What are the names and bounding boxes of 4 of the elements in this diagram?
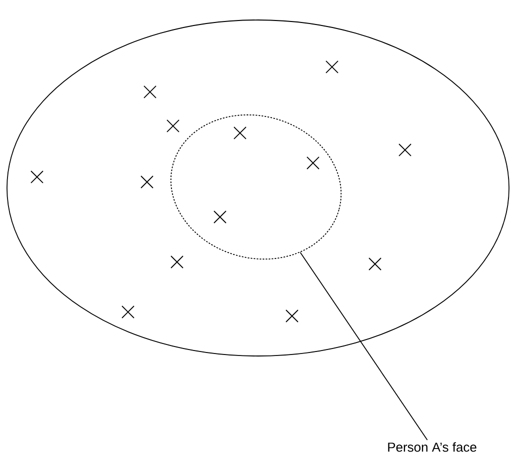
outer-ellipse: [6, 20, 510, 356]
leader-line: [300, 252, 428, 440]
caption-text: Person A’s face: [388, 442, 476, 452]
dotted-outline: [170, 114, 342, 260]
